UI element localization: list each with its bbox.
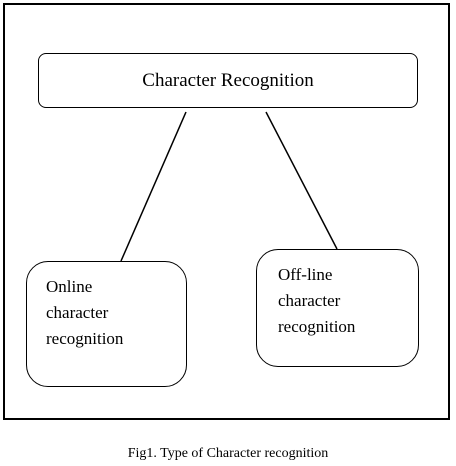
edge-root-to-offline <box>265 111 338 250</box>
online-node-line-3: recognition <box>46 329 124 348</box>
figure-frame <box>3 3 450 420</box>
offline-node-line-2: character <box>278 291 341 310</box>
offline-node-line-3: recognition <box>278 317 356 336</box>
offline-node-line-1: Off-line <box>278 265 333 284</box>
online-node-line-1: Online <box>46 277 93 296</box>
edge-root-to-online <box>120 111 187 262</box>
offline-recognition-node: Off-line character recognition <box>256 249 419 367</box>
figure-caption: Fig1. Type of Character recognition <box>127 446 329 461</box>
root-node-label: Character Recognition <box>142 69 314 91</box>
root-node: Character Recognition <box>38 53 418 108</box>
online-recognition-node: Online character recognition <box>26 261 187 387</box>
online-node-line-2: character <box>46 303 109 322</box>
